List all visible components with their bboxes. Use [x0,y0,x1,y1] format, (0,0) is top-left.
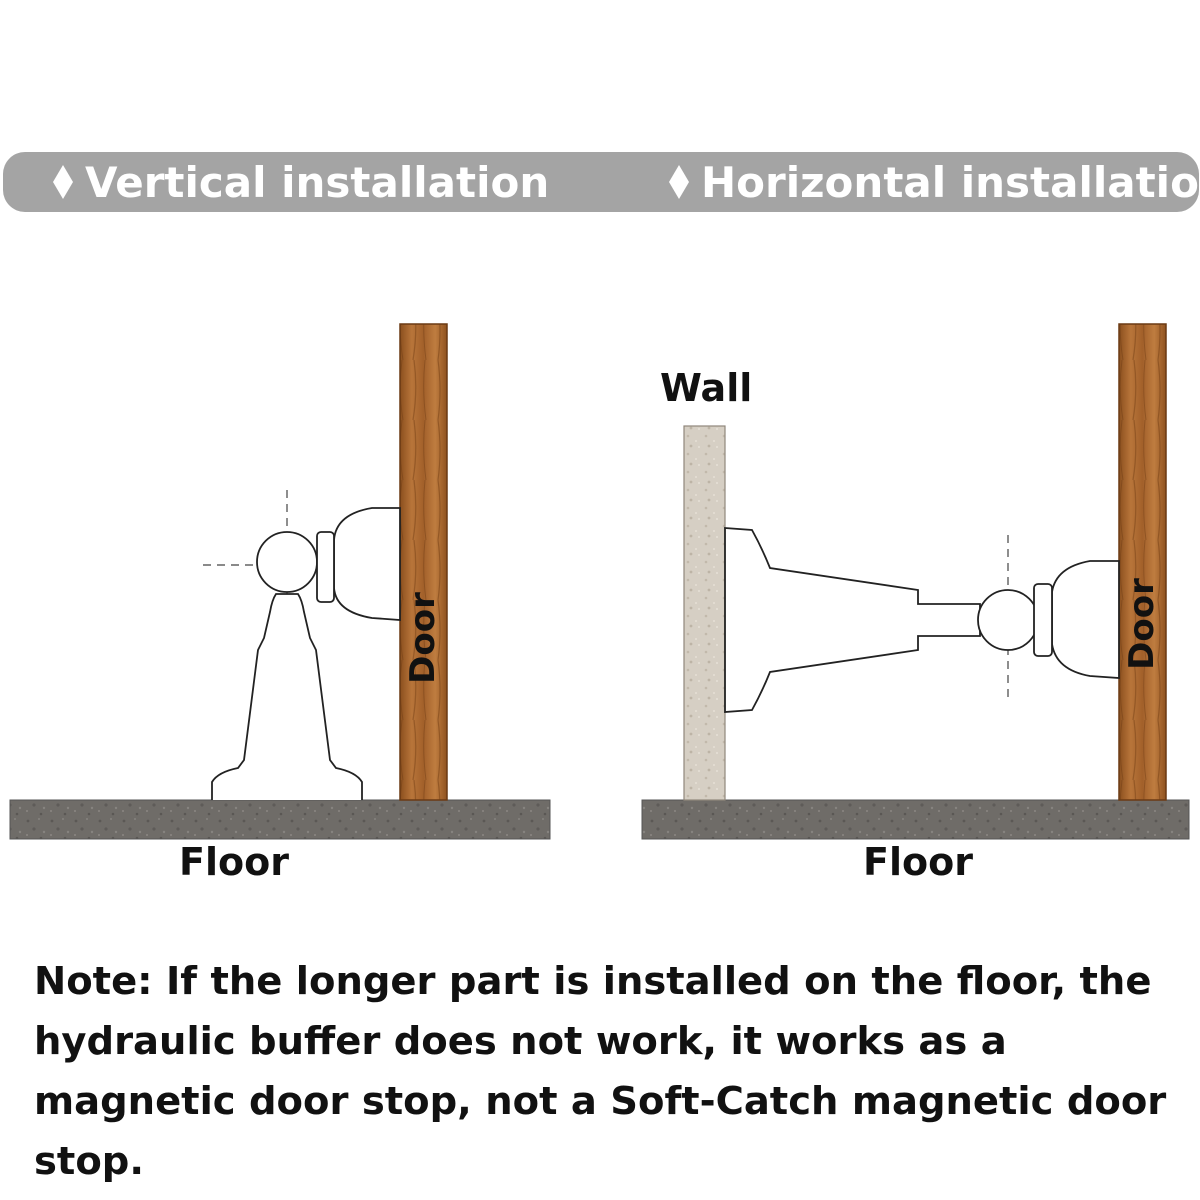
vertical-floor-label: Floor [179,840,289,884]
diamond-icon [669,165,689,199]
installation-note: Note: If the longer part is installed on… [34,959,1167,1184]
vertical-installation-title: Vertical installation [85,157,550,207]
door-panel [399,323,448,801]
wall-stopper-body [724,527,981,713]
door-magnet-catch [316,507,401,621]
horizontal-installation-heading: Horizontal installation [669,152,1200,212]
floor-slab [641,799,1190,840]
door-magnet-catch [1033,560,1120,679]
vertical-door-label: Door [403,592,443,684]
floor-slab [9,799,551,840]
wall-panel [683,425,726,801]
floor-stopper-base [211,593,363,800]
vertical-installation-diagram [9,323,551,840]
vertical-door-label-box: Door [402,588,444,688]
door-panel [1118,323,1167,801]
horizontal-installation-diagram [641,323,1190,840]
stopper-ball [977,589,1039,651]
wall-label: Wall [660,366,753,410]
vertical-installation-heading: Vertical installation [53,152,549,212]
installation-header-bar: Vertical installation Horizontal install… [3,152,1200,212]
horizontal-installation-title: Horizontal installation [701,157,1200,207]
stopper-ball [256,531,318,593]
horizontal-door-label: Door [1122,578,1162,670]
horizontal-door-label-box: Door [1120,572,1164,676]
horizontal-floor-label: Floor [863,840,973,884]
diamond-icon [53,165,73,199]
